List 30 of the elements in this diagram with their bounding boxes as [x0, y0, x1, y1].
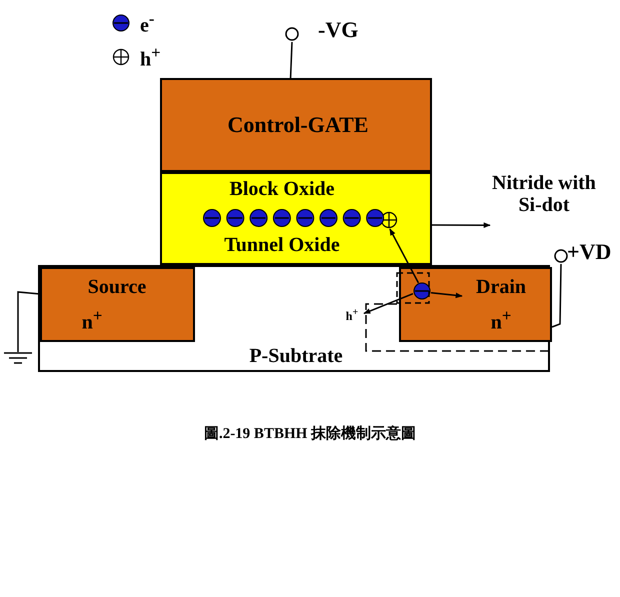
arrow	[389, 228, 420, 284]
layer-label: Tunnel Oxide	[223, 234, 341, 256]
substrate-layer	[38, 265, 550, 372]
region-label: n$^{+}$	[490, 307, 512, 334]
drain-region	[399, 267, 552, 342]
oxide-layer	[160, 172, 432, 265]
region-label: Source	[86, 276, 148, 298]
wire	[17, 291, 40, 352]
layer-label: Block Oxide	[228, 178, 336, 200]
arrow	[430, 292, 463, 298]
layer-label: P-Subtrate	[248, 345, 344, 367]
voltage-label: -VG	[318, 18, 358, 42]
voltage-label: +VD	[567, 240, 612, 264]
hole-label: h$^{+}$	[344, 307, 360, 324]
source-region	[40, 267, 195, 342]
gate-layer	[160, 78, 432, 172]
arrow	[432, 222, 491, 228]
caption: 圖.2-19 BTBHH 抹除機制示意圖	[202, 426, 418, 442]
annotation-text: Nitride with Si-dot	[491, 172, 597, 216]
legend-label: h$^{+}$	[140, 44, 161, 71]
electron-icon	[413, 282, 431, 300]
region-label: Drain	[475, 276, 527, 298]
wire	[552, 264, 562, 328]
legend-label: e$^{-}$	[140, 10, 154, 37]
hole-icon	[380, 211, 398, 229]
wire	[290, 42, 293, 78]
region-label: n$^{+}$	[80, 307, 104, 334]
arrow	[363, 293, 414, 314]
ground-icon	[4, 352, 32, 365]
layer-label: Control-GATE	[226, 113, 370, 138]
